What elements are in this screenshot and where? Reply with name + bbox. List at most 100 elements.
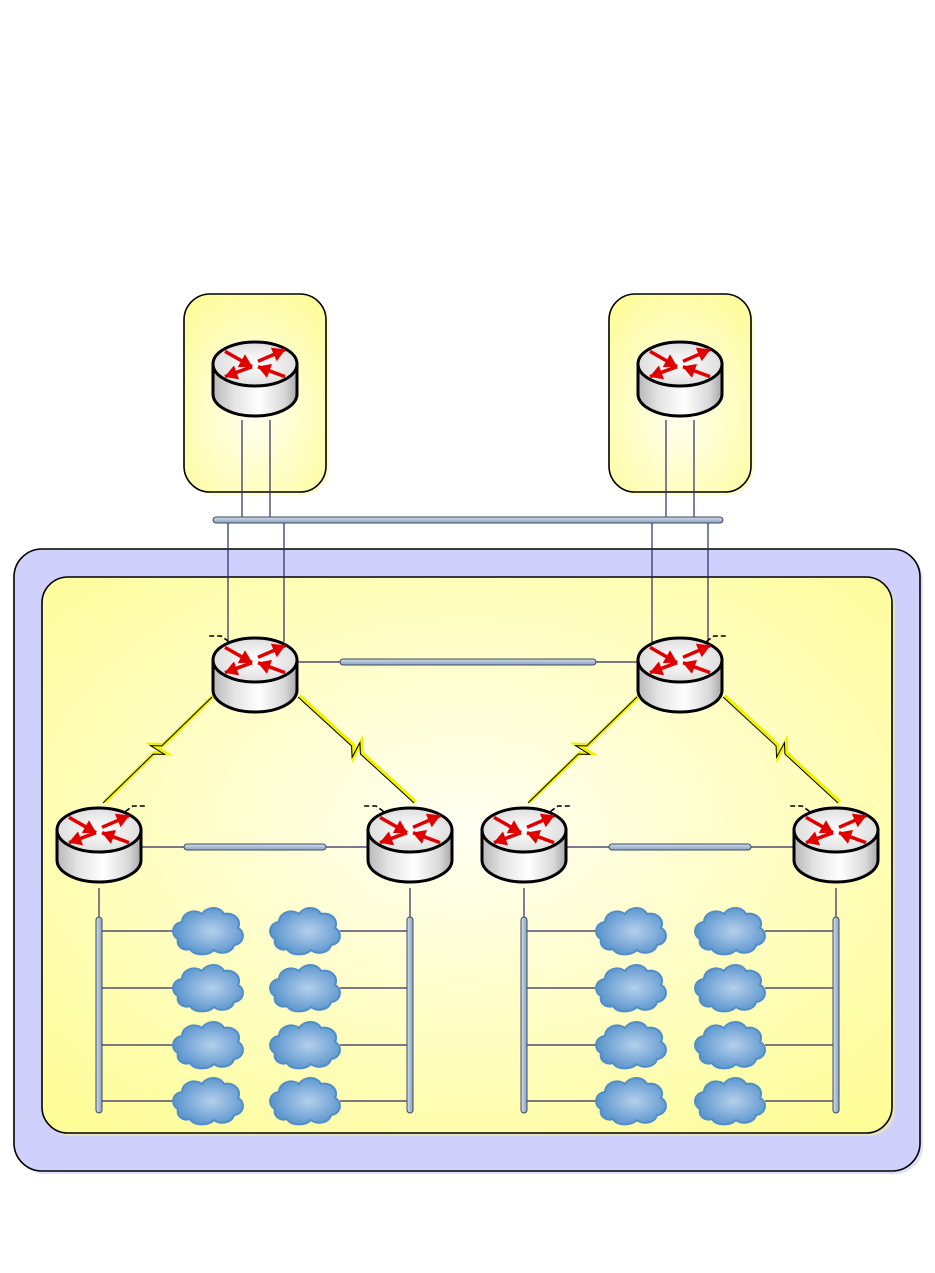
arrow-head — [526, 829, 542, 844]
lan-cloud-1-4 — [172, 1077, 244, 1126]
lan-cloud-2-3 — [269, 1021, 341, 1070]
lan-cloud-4-1 — [694, 907, 766, 956]
arrow-head — [539, 813, 555, 828]
serial-link-line — [527, 696, 638, 804]
lan-cloud-1-1 — [172, 907, 244, 956]
serial-link-1 — [102, 694, 215, 804]
cloud-icon — [694, 1077, 766, 1126]
lan-cloud-3-3 — [595, 1021, 667, 1070]
arrow-head — [682, 659, 698, 674]
cloud-icon — [269, 907, 341, 956]
serial-link-3 — [527, 694, 640, 804]
router-arrows-icon — [224, 643, 286, 676]
lan-cloud-2-4 — [269, 1077, 341, 1126]
arrow-head — [662, 650, 678, 664]
lan-cloud-1-3 — [172, 1021, 244, 1070]
cloud-icon — [694, 1021, 766, 1070]
lan-bus-1-pipe — [95, 916, 103, 1114]
edge-bus-left-pipe — [183, 843, 327, 851]
arrow-head — [68, 831, 84, 846]
arrow-head — [493, 831, 509, 846]
serial-link-line — [722, 696, 839, 804]
dashed-stub — [118, 805, 145, 817]
arrow-head — [224, 365, 240, 380]
router-edge-2[interactable] — [364, 805, 454, 884]
lan-bus-3-pipe — [520, 916, 528, 1114]
arrow-head — [392, 820, 408, 834]
lan-bus-2-pipe — [406, 916, 414, 1114]
router-core-left[interactable] — [209, 635, 299, 714]
arrow-head — [695, 347, 711, 362]
router-ext-a[interactable] — [211, 340, 299, 418]
cloud-icon — [269, 964, 341, 1013]
core-bus-pipe — [339, 658, 597, 666]
cloud-icon — [269, 1077, 341, 1126]
serial-link-line — [297, 696, 415, 804]
lan-bus-3 — [520, 916, 528, 1114]
lan-bus-2 — [406, 916, 414, 1114]
arrow-head — [101, 829, 117, 844]
arrow-head — [649, 365, 665, 380]
cloud-icon — [595, 964, 667, 1013]
router-arrows-icon — [805, 813, 867, 846]
backbone-bus — [212, 516, 724, 524]
arrow-head — [237, 354, 253, 368]
arrow-head — [412, 829, 428, 844]
lan-cloud-4-4 — [694, 1077, 766, 1126]
lan-cloud-4-2 — [694, 964, 766, 1013]
lan-cloud-4-3 — [694, 1021, 766, 1070]
cloud-icon — [694, 964, 766, 1013]
cloud-icon — [172, 1021, 244, 1070]
lan-cloud-2-2 — [269, 964, 341, 1013]
arrow-head — [114, 813, 130, 828]
edge-bus-right — [608, 843, 752, 851]
core-area-inner-box — [41, 576, 893, 1134]
serial-link-2 — [297, 694, 417, 804]
serial-link-glow — [298, 694, 417, 804]
arrow-head — [695, 643, 711, 658]
router-arrows-icon — [224, 347, 286, 380]
cloud-icon — [172, 907, 244, 956]
cloud-icon — [595, 1021, 667, 1070]
arrow-head — [682, 363, 698, 378]
dashed-stub — [543, 805, 570, 817]
arrow-head — [257, 363, 273, 378]
cloud-icon — [694, 907, 766, 956]
arrow-head — [506, 820, 522, 834]
arrow-head — [270, 347, 286, 362]
serial-link-glow — [723, 694, 841, 804]
cloud-icon — [172, 1077, 244, 1126]
router-ext-b[interactable] — [636, 340, 724, 418]
lan-bus-4-pipe — [832, 916, 840, 1114]
edge-bus-left — [183, 843, 327, 851]
dashed-stub — [790, 805, 817, 817]
lan-cloud-1-2 — [172, 964, 244, 1013]
arrow-head — [851, 813, 867, 828]
arrow-head — [270, 643, 286, 658]
arrow-head — [425, 813, 441, 828]
lan-cloud-3-1 — [595, 907, 667, 956]
router-edge-3[interactable] — [480, 805, 570, 884]
lan-cloud-3-2 — [595, 964, 667, 1013]
router-edge-4[interactable] — [790, 805, 880, 884]
arrow-head — [237, 650, 253, 664]
arrow-head — [81, 820, 97, 834]
router-edge-1[interactable] — [55, 805, 145, 884]
arrow-head — [805, 831, 821, 846]
serial-link-line — [102, 696, 213, 804]
arrow-head — [818, 820, 834, 834]
lan-bus-1 — [95, 916, 103, 1114]
router-arrows-icon — [68, 813, 130, 846]
arrow-head — [257, 659, 273, 674]
backbone-bus-pipe — [212, 516, 724, 524]
edge-bus-right-pipe — [608, 843, 752, 851]
router-arrows-icon — [649, 643, 711, 676]
dashed-stub — [364, 805, 391, 817]
router-arrows-icon — [649, 347, 711, 380]
dashed-stub — [209, 635, 236, 647]
router-core-right[interactable] — [636, 635, 726, 714]
cloud-icon — [172, 964, 244, 1013]
serial-link-4 — [722, 694, 841, 804]
cloud-icon — [595, 907, 667, 956]
